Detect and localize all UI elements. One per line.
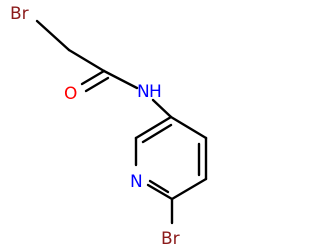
oxygen-label: O (64, 84, 77, 104)
bonds (35, 19, 208, 225)
ring-bond-c2-c3-inner (141, 123, 173, 144)
ring-nitrogen-label: N (130, 172, 143, 192)
atom-labels: Br O N H N Br (10, 4, 180, 249)
bond-br-ch2 (35, 19, 71, 52)
bond-nitrogen-ring (151, 98, 173, 119)
bromine-label-bottom: Br (161, 229, 180, 249)
amide-hydrogen-label: H (149, 82, 162, 102)
bond-carbonyl-oxygen-2 (84, 76, 110, 93)
bond-ch2-carbonyl (67, 48, 106, 73)
ring-bond-c5-c6 (170, 177, 208, 201)
molecule-structure: Br O N H N Br (10, 4, 208, 249)
ring-bond-c6-n1-inner (148, 179, 170, 194)
bromine-label-top: Br (10, 4, 29, 24)
bond-carbonyl-nitrogen (102, 69, 139, 90)
ring-bond-c6-n1 (146, 183, 174, 201)
ring-bond-c3-c4 (169, 115, 208, 140)
amide-nitrogen-label: N (137, 82, 150, 102)
ring-bond-c2-c3 (134, 115, 173, 140)
bond-carbonyl-oxygen-1 (80, 69, 106, 86)
